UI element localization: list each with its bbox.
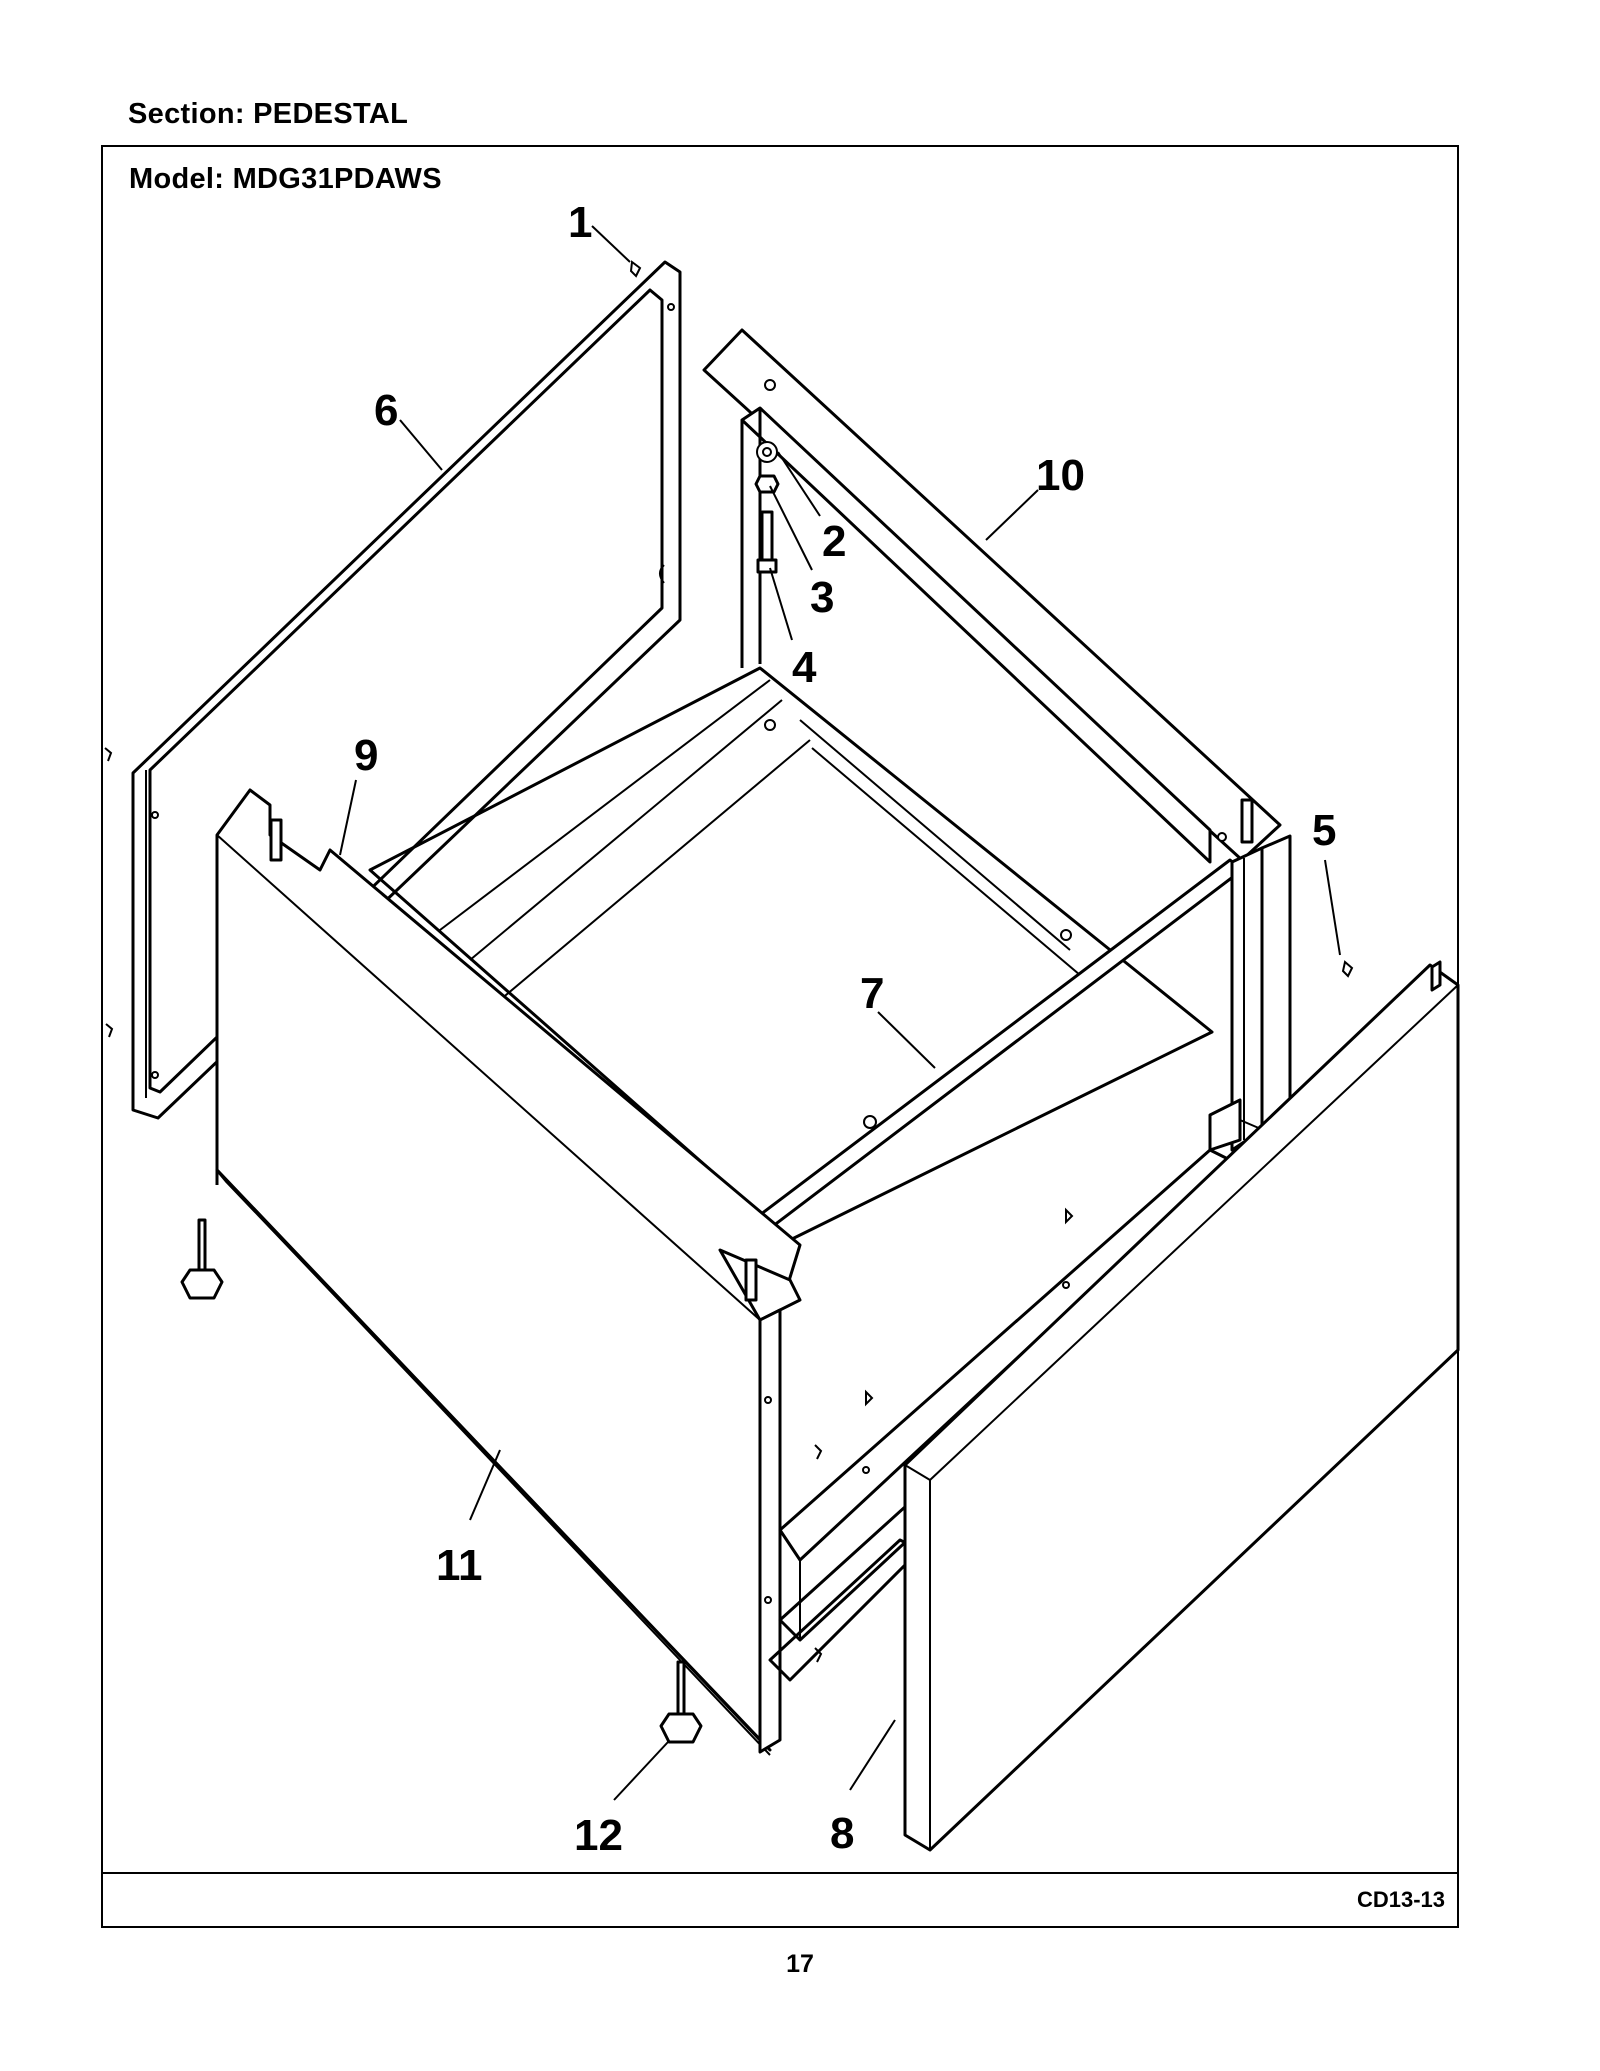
front-panel	[903, 960, 1460, 1852]
callout-11: 11	[436, 1541, 483, 1590]
diagram-code: CD13-13	[1356, 1887, 1445, 1912]
callout-1: 1	[568, 198, 592, 247]
model-title: Model: MDG31PDAWS	[129, 163, 442, 195]
rear-panel	[702, 328, 1282, 864]
callout-4: 4	[792, 643, 817, 692]
footer-divider	[103, 1872, 1457, 1874]
pedestal-interior	[368, 666, 1214, 1242]
callout-7: 7	[860, 969, 884, 1018]
callout-5: 5	[1312, 806, 1336, 855]
clip-part-5	[1341, 960, 1354, 978]
callout-6: 6	[374, 386, 398, 435]
leveling-foot-left	[180, 1218, 224, 1300]
page-number: 17	[786, 1950, 814, 1978]
callout-10: 10	[1036, 451, 1085, 500]
right-uprights	[1208, 834, 1292, 1152]
callout-leaders	[339, 225, 1341, 1801]
callout-12: 12	[574, 1811, 623, 1860]
leveling-foot-front	[659, 1660, 703, 1744]
callout-3: 3	[810, 573, 834, 622]
fastener-stack	[754, 441, 780, 574]
callout-8: 8	[830, 1809, 854, 1858]
callout-9: 9	[354, 731, 378, 780]
front-side-panel	[215, 788, 802, 1756]
section-title: Section: PEDESTAL	[128, 98, 409, 130]
clip-part-1	[629, 260, 642, 278]
callout-2: 2	[822, 517, 846, 566]
front-brace	[738, 858, 1244, 1244]
callout-numbers: 1 6 10 2 3 4 9 5 7 11 12 8	[354, 198, 1336, 1860]
